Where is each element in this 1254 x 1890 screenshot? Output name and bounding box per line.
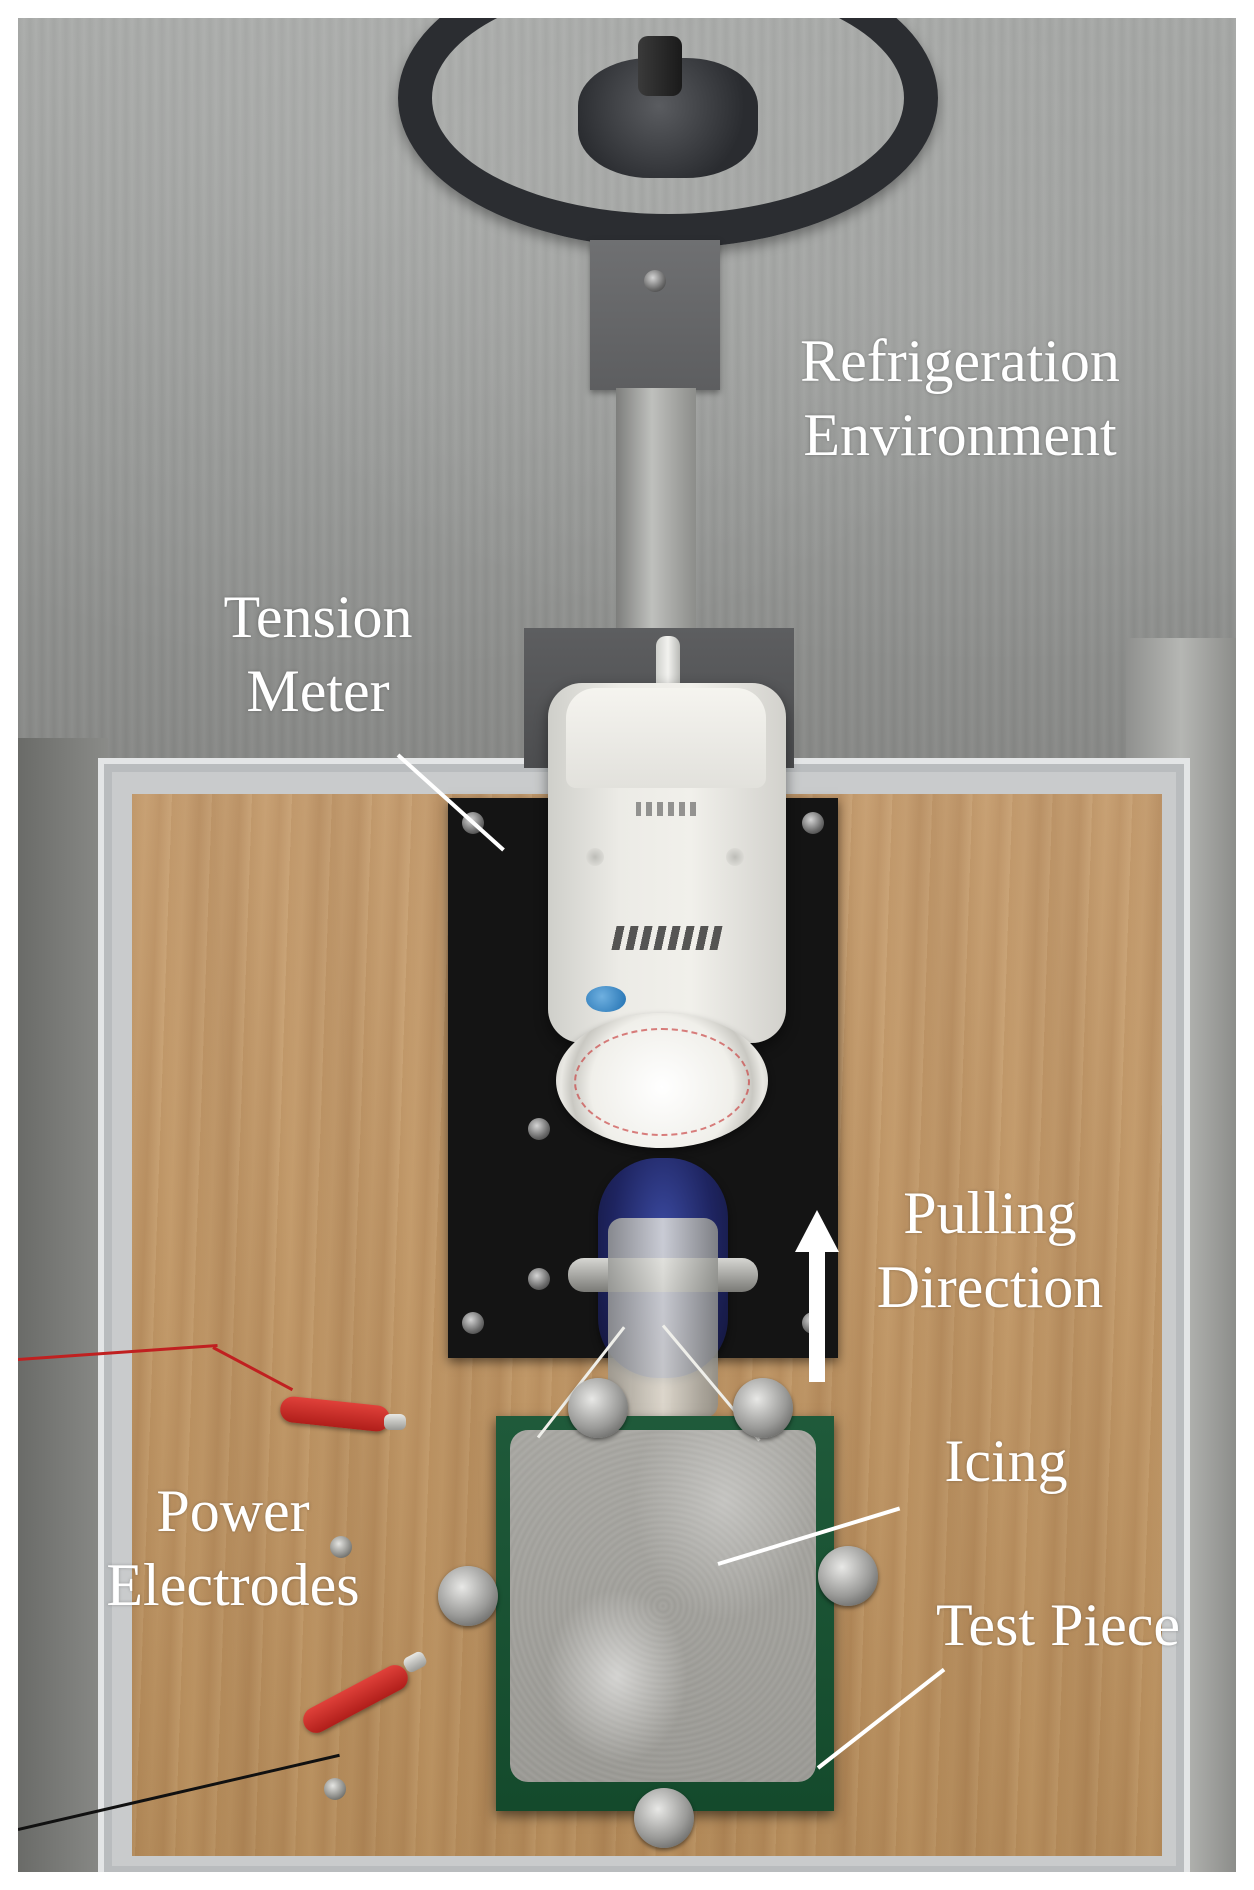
up-arrow-icon [795,1210,839,1252]
meter-screw-hole [726,848,744,866]
meter-brand-marking [607,926,723,950]
vertical-column [616,388,696,648]
plate-bolt-icon [528,1118,550,1140]
test-piece-bolt-icon [438,1566,498,1626]
label-tension-line2: Meter [246,658,390,724]
up-arrow-shaft [809,1246,825,1382]
plate-bolt-icon [802,812,824,834]
label-icing-text: Icing [944,1428,1068,1494]
label-pulling-direction: Pulling Direction [850,1176,1130,1324]
label-refrigeration-line1: Refrigeration [800,328,1120,394]
plate-bolt-icon [528,1268,550,1290]
upper-clamp-block [590,240,720,390]
test-piece-bolt-icon [818,1546,878,1606]
label-refrigeration-environment: Refrigeration Environment [760,324,1160,472]
meter-push-marking [636,802,696,816]
chamber-left-wall [18,738,108,1872]
label-pulling-line2: Direction [876,1254,1104,1320]
icing-layer [510,1430,816,1782]
meter-dial-scale [574,1028,750,1136]
meter-screw-hole [586,848,604,866]
label-power-line1: Power [156,1478,310,1544]
label-test-piece: Test Piece [898,1588,1218,1662]
clip-jaw [384,1414,406,1430]
label-test-piece-text: Test Piece [935,1592,1181,1658]
test-piece-bolt-icon [634,1788,694,1848]
label-power-line2: Electrodes [106,1552,360,1618]
label-pulling-line1: Pulling [903,1180,1077,1246]
label-power-electrodes: Power Electrodes [58,1474,408,1622]
label-tension-meter: Tension Meter [168,580,468,728]
test-piece-bolt-icon [733,1378,793,1438]
electrode-stud-icon [324,1778,346,1800]
tension-meter-top [566,688,766,788]
meter-reset-button [586,986,626,1012]
label-tension-line1: Tension [223,584,413,650]
plate-bolt-icon [462,1312,484,1334]
handwheel-shaft [638,36,682,96]
electrode-stud-icon [330,1536,352,1558]
bolt-icon [644,270,666,292]
experiment-photo: Refrigeration Environment Tension Meter … [18,18,1236,1872]
label-icing: Icing [906,1424,1106,1498]
label-refrigeration-line2: Environment [803,402,1117,468]
pulley-bracket [608,1218,718,1418]
test-piece-bolt-icon [568,1378,628,1438]
